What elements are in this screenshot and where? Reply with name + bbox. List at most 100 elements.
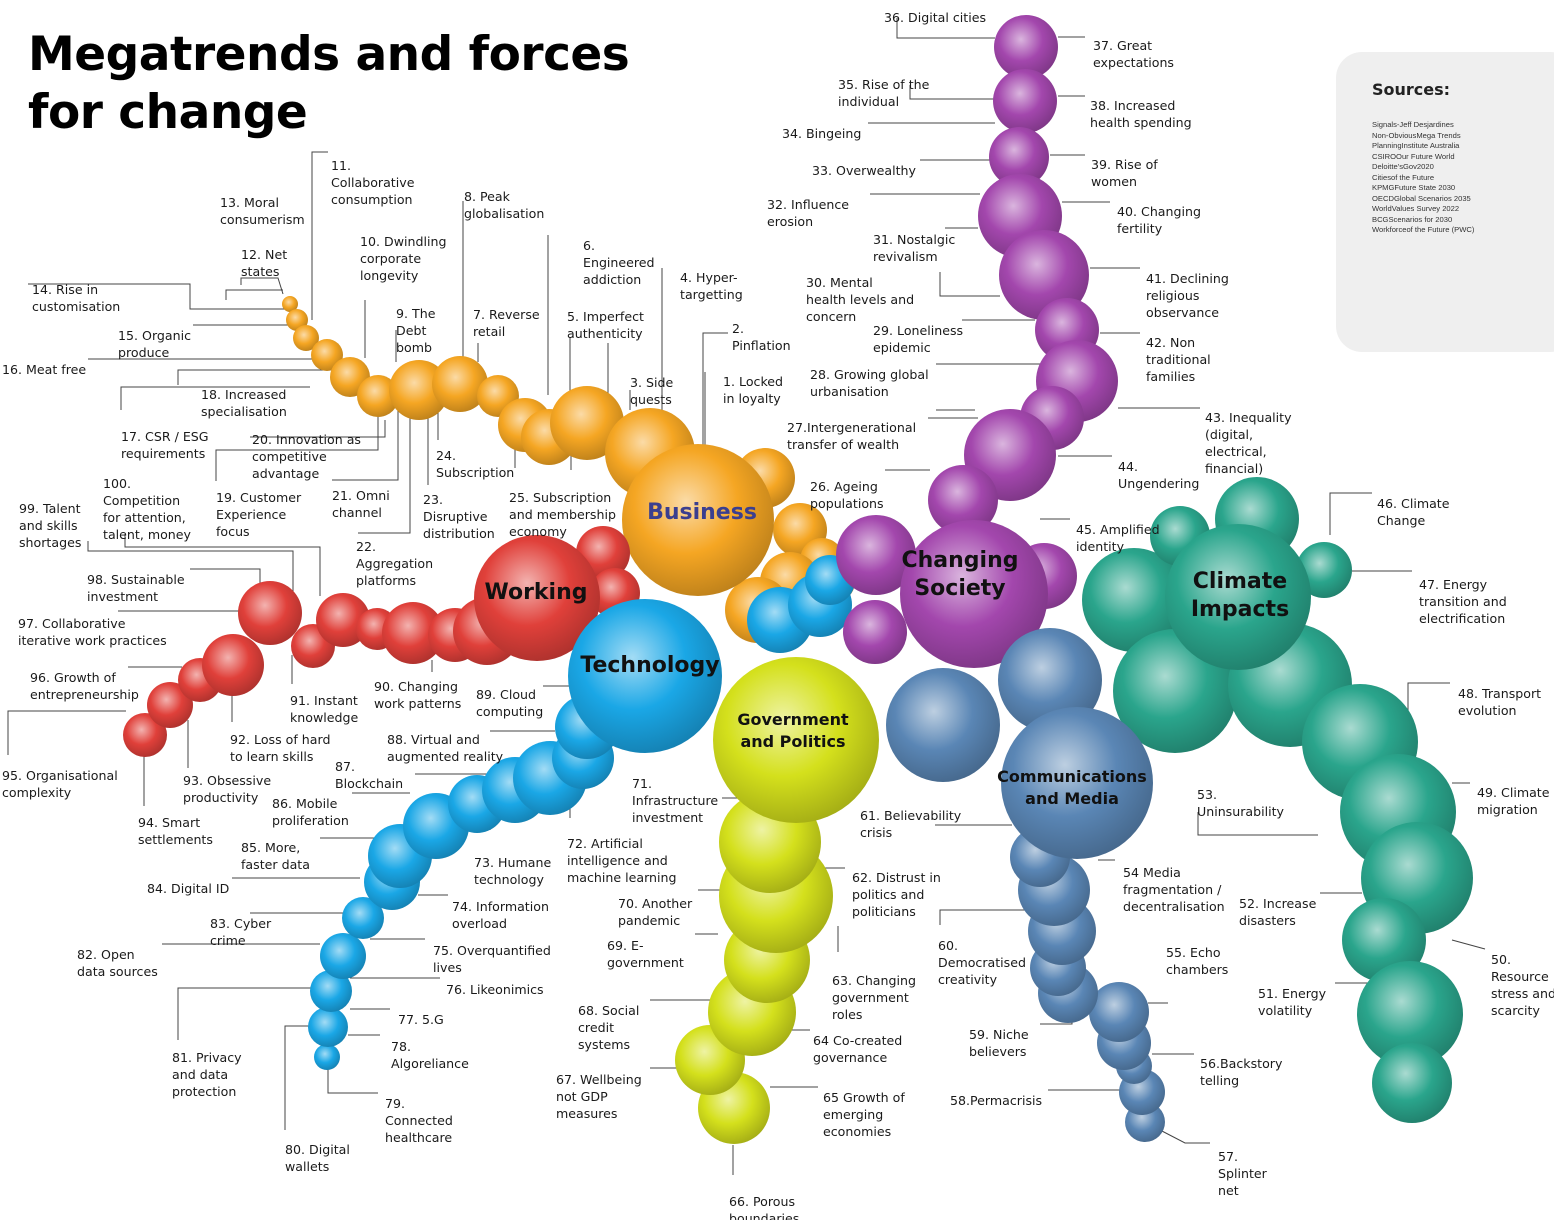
trend-label-line: scarcity <box>1491 1003 1540 1018</box>
hub-label-line: Changing <box>901 548 1018 573</box>
trend-bubble <box>342 897 384 939</box>
trend-label-line: 96. Growth of <box>30 670 116 685</box>
trend-label-line: 19. Customer <box>216 490 302 505</box>
source-item: KPMGFuture State 2030 <box>1372 183 1456 192</box>
bubble-group-climate <box>1082 477 1473 1123</box>
trend-label-line: 40. Changing <box>1117 204 1201 219</box>
source-item: Citiesof the Future <box>1372 172 1435 182</box>
trend-label-line: net <box>1218 1183 1239 1198</box>
trend-label-line: for attention, <box>103 510 186 525</box>
trend-label-line: not GDP <box>556 1089 608 1104</box>
trend-label-line: government <box>832 990 909 1005</box>
hub-label-line: and Politics <box>740 732 845 751</box>
trend-label-line: pandemic <box>618 913 680 928</box>
trend-label-line: and membership <box>509 507 616 522</box>
trend-bubble <box>432 356 488 412</box>
source-item: Non-ObviousMega Trends <box>1372 130 1461 140</box>
trend-label-line: 6. <box>583 238 595 253</box>
trend-label-line: 69. E- <box>607 938 644 953</box>
trend-label-line: economies <box>823 1124 891 1139</box>
trend-label-line: financial) <box>1205 461 1263 476</box>
trend-label-line: settlements <box>138 832 213 847</box>
hub-label-line: Society <box>914 576 1005 601</box>
trend-label-line: Collaborative <box>331 175 415 190</box>
trend-label-line: produce <box>118 345 169 360</box>
leader-line <box>190 568 261 588</box>
hub-bubble-climate <box>1165 524 1311 670</box>
trend-label-line: competitive <box>252 449 327 464</box>
trend-label-line: 92. Loss of hard <box>230 732 330 747</box>
trend-label-line: women <box>1091 174 1137 189</box>
trend-label-line: 99. Talent <box>19 501 81 516</box>
trend-label-line: 88. Virtual and <box>387 732 480 747</box>
trend-label-line: 82. Open <box>77 947 135 962</box>
trend-label-line: productivity <box>183 790 259 805</box>
trend-label-line: 95. Organisational <box>2 768 118 783</box>
bubbles <box>123 15 1473 1144</box>
trend-label-line: 75. Overquantified <box>433 943 551 958</box>
trend-label-line: Pinflation <box>732 338 791 353</box>
trend-label-line: investment <box>632 810 703 825</box>
trend-label-line: bomb <box>396 340 432 355</box>
hub-bubble-government <box>713 657 879 823</box>
trend-label-line: 45. Amplified <box>1076 522 1160 537</box>
trend-label-line: traditional <box>1146 352 1211 367</box>
trend-label-line: 50. <box>1491 952 1511 967</box>
trend-label-45: 45. Amplified identity <box>1076 522 1160 554</box>
trend-label-2: 2.Pinflation <box>732 321 791 353</box>
trend-bubble <box>357 375 399 417</box>
title-line-2: for change <box>28 85 308 140</box>
trend-label-line: expectations <box>1093 55 1174 70</box>
trend-label-line: 72. Artificial <box>567 836 643 851</box>
trend-label-line: 49. Climate <box>1477 785 1550 800</box>
leader-line <box>590 343 609 394</box>
trend-bubble <box>382 602 444 664</box>
trend-label-line: lives <box>433 960 462 975</box>
leader-line <box>225 289 283 300</box>
trend-label-line: 53. <box>1197 787 1217 802</box>
trend-label-line: systems <box>578 1037 630 1052</box>
trend-label-line: investment <box>87 589 158 604</box>
trend-label-line: technology <box>474 872 544 887</box>
trend-label-line: 29. Loneliness <box>873 323 963 338</box>
trend-label-line: 27.Intergenerational <box>787 420 916 435</box>
trend-label-line: fragmentation / <box>1123 882 1222 897</box>
trend-label-line: families <box>1146 369 1195 384</box>
trend-label-line: Infrastructure <box>632 793 718 808</box>
hub-label-line: Technology <box>580 653 719 678</box>
trend-label-line: data sources <box>77 964 158 979</box>
trend-bubble <box>1372 1043 1452 1123</box>
trend-label-line: 16. Meat free <box>2 362 86 377</box>
trend-label-line: identity <box>1076 539 1125 554</box>
trend-label-line: migration <box>1477 802 1538 817</box>
trend-label-75: 75. Overquantified lives <box>433 943 551 975</box>
trend-label-line: 13. Moral <box>220 195 279 210</box>
trend-label-76: 76. Likeonimics <box>446 982 544 997</box>
trend-label-line: 74. Information <box>452 899 549 914</box>
trend-label-line: 78. <box>391 1039 411 1054</box>
trend-label-line: Resource <box>1491 969 1549 984</box>
leader-line <box>327 1066 378 1094</box>
